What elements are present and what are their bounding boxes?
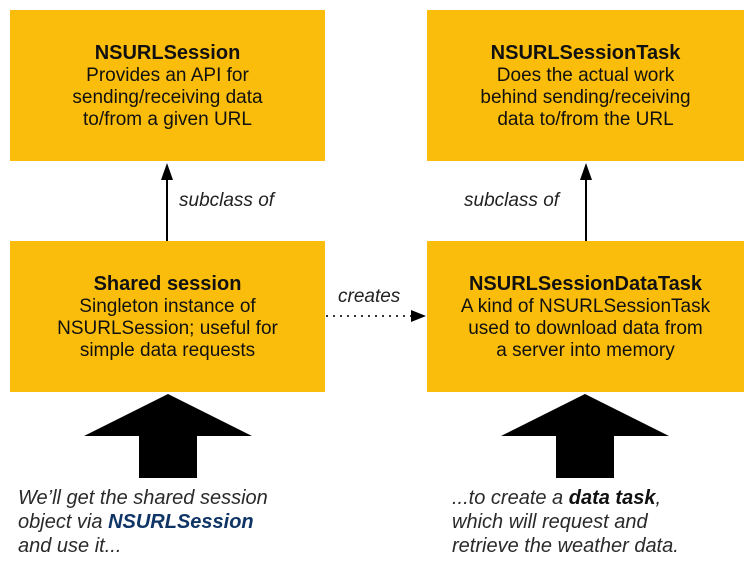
left-subclass-label: subclass of [179,190,275,211]
right-caption-emphasis: data task [568,487,656,509]
left-caption: We’ll get the shared session object via … [18,486,348,558]
left-big-up-arrow [84,394,252,478]
shared-session-title: Shared session [93,272,242,295]
creates-label: creates [338,286,401,307]
right-caption: ...to create a data task, which will req… [452,486,752,558]
right-subclass-arrowhead [580,163,592,180]
right-caption-line1-post: , [655,487,662,509]
left-caption-line1: We’ll get the shared session [18,487,268,509]
left-caption-emphasis: NSURLSession [108,511,254,533]
right-subclass-label: subclass of [464,190,560,211]
nsurlsessiontask-description: Does the actual work behind sending/rece… [480,64,691,130]
right-caption-line1: ...to create a data task, [452,486,752,510]
right-caption-line2: which will request and [452,511,648,533]
datatask-description: A kind of NSURLSessionTask used to downl… [460,295,711,361]
shared-session-box: Shared session Singleton instance of NSU… [10,241,325,392]
nsurlsessiontask-title: NSURLSessionTask [490,41,681,64]
creates-arrowhead [411,310,426,322]
left-subclass-arrowhead [161,163,173,180]
right-caption-line1-pre: ...to create a [452,487,569,509]
right-big-up-arrow [501,394,669,478]
nsurlsessiontask-box: NSURLSessionTask Does the actual work be… [427,10,744,161]
shared-session-description: Singleton instance of NSURLSession; usef… [57,295,278,361]
datatask-box: NSURLSessionDataTask A kind of NSURLSess… [427,241,744,392]
datatask-title: NSURLSessionDataTask [468,272,703,295]
left-caption-line2: object via NSURLSession [18,510,348,534]
nsurlsession-box: NSURLSession Provides an API for sending… [10,10,325,161]
left-caption-line3: and use it... [18,535,122,557]
nsurlsession-description: Provides an API for sending/receiving da… [72,64,263,130]
left-caption-line2-pre: object via [18,511,109,533]
nsurlsession-title: NSURLSession [94,41,241,64]
right-caption-line3: retrieve the weather data. [452,535,679,557]
